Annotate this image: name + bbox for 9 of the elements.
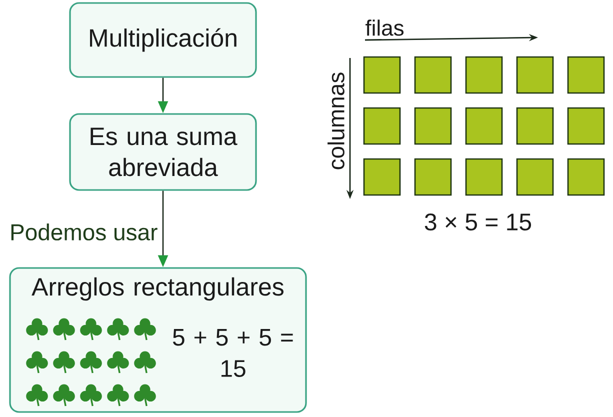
- axis-label: columnas: [328, 72, 344, 170]
- concept-box: [9, 267, 307, 413]
- box-heading: Arreglos rectangulares: [32, 277, 284, 301]
- concept-box: Multiplicación: [69, 2, 257, 78]
- concept-box: Es una suma abreviada: [69, 113, 257, 191]
- equation: 3 × 5 = 15: [424, 214, 532, 230]
- edge-label: Podemos usar: [8, 222, 159, 242]
- sum-equation: 5 + 5 + 5 = 15: [172, 329, 293, 377]
- axis-label: filas: [366, 20, 404, 36]
